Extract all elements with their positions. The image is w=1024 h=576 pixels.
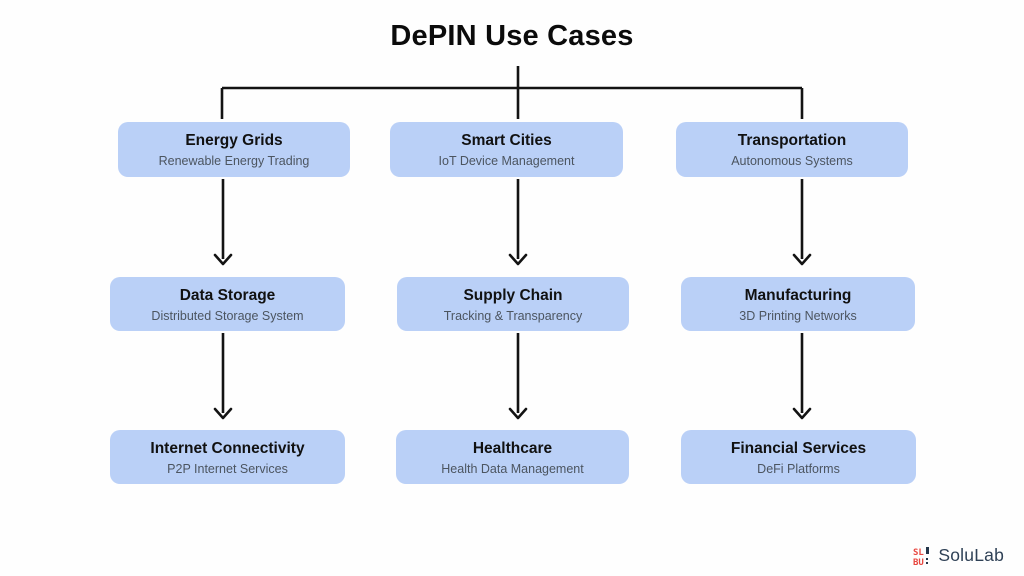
node-subtitle: Health Data Management	[441, 462, 584, 476]
solulab-logo: SL BU SoluLab	[913, 545, 1004, 566]
arrowhead-col3-row2	[792, 407, 812, 420]
node-title: Internet Connectivity	[150, 440, 305, 457]
node-subtitle: Renewable Energy Trading	[158, 154, 310, 168]
node-subtitle: IoT Device Management	[438, 154, 575, 168]
svg-text:BU: BU	[913, 558, 924, 566]
solulab-logo-icon: SL BU	[913, 546, 930, 566]
node-transportation: Transportation Autonomous Systems	[676, 122, 908, 177]
node-title: Supply Chain	[463, 287, 563, 304]
node-supply-chain: Supply Chain Tracking & Transparency	[397, 277, 629, 331]
node-title: Energy Grids	[185, 132, 283, 149]
node-healthcare: Healthcare Health Data Management	[396, 430, 629, 484]
node-subtitle: 3D Printing Networks	[739, 309, 857, 323]
svg-text:SL: SL	[913, 548, 924, 558]
node-title: Healthcare	[472, 440, 553, 457]
node-energy-grids: Energy Grids Renewable Energy Trading	[118, 122, 350, 177]
arrowhead-col2-row1	[508, 253, 528, 266]
node-title: Financial Services	[730, 440, 867, 457]
node-smart-cities: Smart Cities IoT Device Management	[390, 122, 623, 177]
node-financial-services: Financial Services DeFi Platforms	[681, 430, 916, 484]
node-title: Smart Cities	[461, 132, 552, 149]
node-title: Transportation	[737, 132, 847, 149]
node-subtitle: Tracking & Transparency	[443, 309, 583, 323]
node-internet-connectivity: Internet Connectivity P2P Internet Servi…	[110, 430, 345, 484]
node-subtitle: Autonomous Systems	[731, 154, 853, 168]
arrowhead-col1-row2	[213, 407, 233, 420]
arrowhead-col1-row1	[213, 253, 233, 266]
arrowhead-col3-row1	[792, 253, 812, 266]
node-subtitle: Distributed Storage System	[151, 309, 304, 323]
node-data-storage: Data Storage Distributed Storage System	[110, 277, 345, 331]
node-title: Manufacturing	[744, 287, 852, 304]
node-title: Data Storage	[179, 287, 276, 304]
node-subtitle: DeFi Platforms	[757, 462, 840, 476]
diagram-title: DePIN Use Cases	[390, 20, 634, 52]
node-subtitle: P2P Internet Services	[167, 462, 288, 476]
solulab-logo-text: SoluLab	[938, 545, 1004, 565]
node-manufacturing: Manufacturing 3D Printing Networks	[681, 277, 915, 331]
arrowhead-col2-row2	[508, 407, 528, 420]
